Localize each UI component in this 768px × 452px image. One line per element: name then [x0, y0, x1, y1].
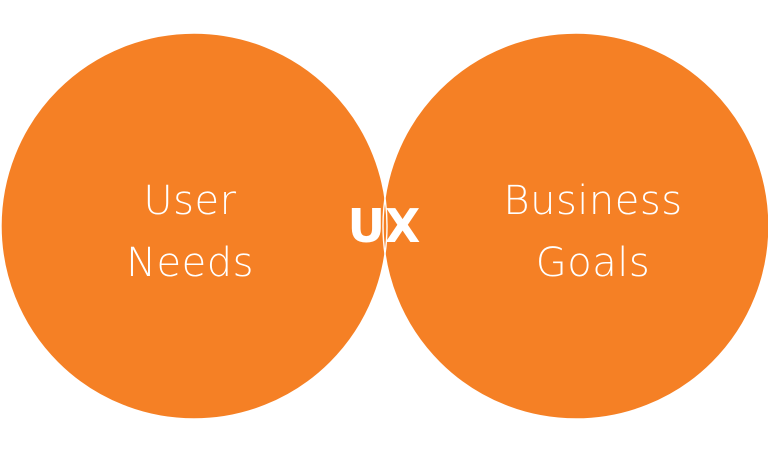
ux-label: UX [347, 199, 421, 253]
user-needs-line-2: Needs [126, 240, 254, 286]
left-circle [1, 33, 387, 419]
business-goals-line-1: Business [503, 178, 683, 224]
business-goals-label: Business Goals [478, 170, 708, 294]
left-circle-outline [0, 32, 388, 420]
user-needs-line-1: User [143, 178, 237, 224]
right-circle [383, 33, 768, 419]
user-needs-label: User Needs [85, 170, 295, 294]
business-goals-line-2: Goals [535, 240, 651, 286]
right-circle-outline [382, 32, 768, 420]
